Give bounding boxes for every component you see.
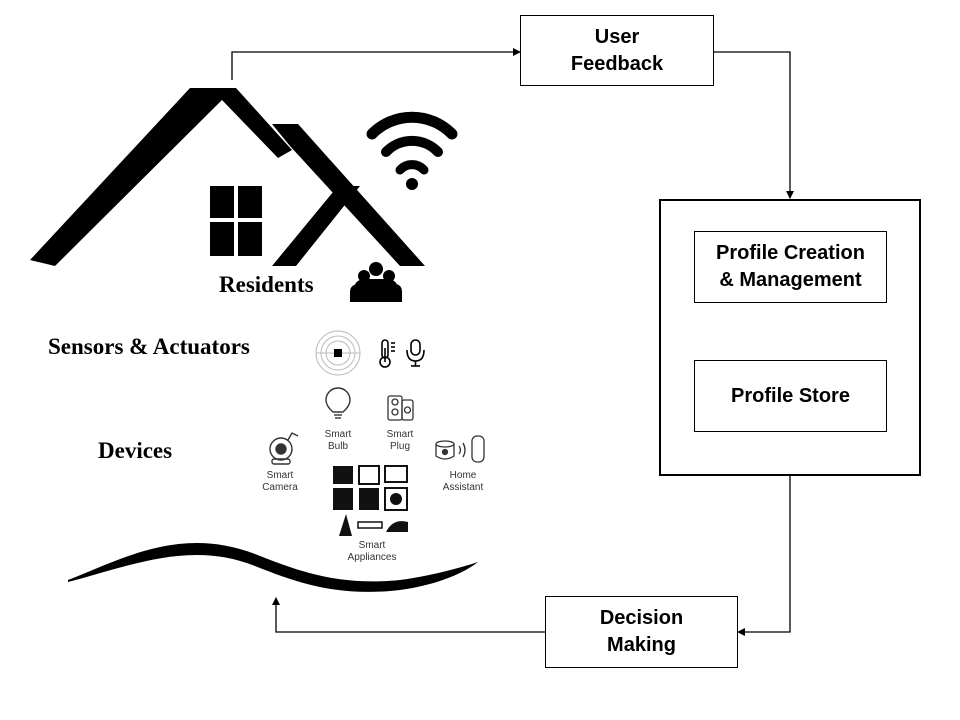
home-assistant-caption: Home Assistant [436, 470, 490, 494]
smart-appliances-caption-line-2: Appliances [347, 552, 397, 563]
smart-plug-caption-line-1: Smart [386, 429, 414, 440]
smart-plug-caption-line-2: Plug [389, 441, 410, 452]
smart-bulb-caption-line-2: Bulb [327, 441, 348, 452]
thermometer-icon [379, 339, 395, 368]
microphone-icon [406, 339, 425, 367]
house-roof-icon [30, 88, 425, 266]
smart-appliances-caption-line-1: Smart [358, 540, 386, 551]
home-assistant-icon [435, 435, 485, 463]
smart-camera-caption-line-1: Smart [266, 470, 294, 481]
user-feedback-line-2: Feedback [570, 52, 664, 75]
appliances-icon [333, 465, 408, 536]
devices-label: Devices [98, 438, 173, 463]
residents-label: Residents [219, 272, 314, 297]
user-feedback-box: User Feedback [520, 15, 714, 86]
residents-icon [350, 262, 402, 302]
decision-making-line-1: Decision [599, 607, 684, 629]
smart-bulb-caption: Smart Bulb [318, 429, 358, 453]
user-feedback-line-1: User [594, 25, 640, 48]
smart-camera-caption-line-2: Camera [262, 482, 298, 493]
smart-camera-caption: Smart Camera [258, 470, 302, 494]
decision-making-line-2: Making [607, 634, 676, 656]
home-assistant-caption-line-1: Home [449, 470, 477, 481]
window-icon [210, 186, 262, 256]
profile-creation-line-1: Profile Creation [716, 242, 865, 264]
connector-feedback-to-profile [713, 51, 794, 199]
profile-creation-box: Profile Creation & Management [694, 231, 887, 303]
bulb-icon [325, 387, 351, 419]
connector-house-to-feedback [231, 48, 521, 80]
smart-bulb-caption-line-1: Smart [324, 429, 352, 440]
smart-appliances-caption: Smart Appliances [342, 540, 402, 564]
camera-icon [269, 432, 299, 465]
wifi-icon [366, 111, 458, 190]
profile-store-label: Profile Store [731, 384, 850, 407]
motion-sensor-icon [315, 330, 361, 376]
profile-store-box: Profile Store [694, 360, 887, 432]
ground-wave-icon [68, 542, 478, 592]
home-assistant-caption-line-2: Assistant [442, 482, 484, 493]
connector-profile-to-decision [737, 475, 791, 636]
decision-making-box: Decision Making [545, 596, 738, 668]
profile-creation-line-2: & Management [719, 269, 862, 291]
smart-plug-caption: Smart Plug [380, 429, 420, 453]
plug-icon [387, 395, 414, 421]
sensors-actuators-label: Sensors & Actuators [48, 334, 250, 359]
connector-decision-to-house [272, 597, 545, 633]
